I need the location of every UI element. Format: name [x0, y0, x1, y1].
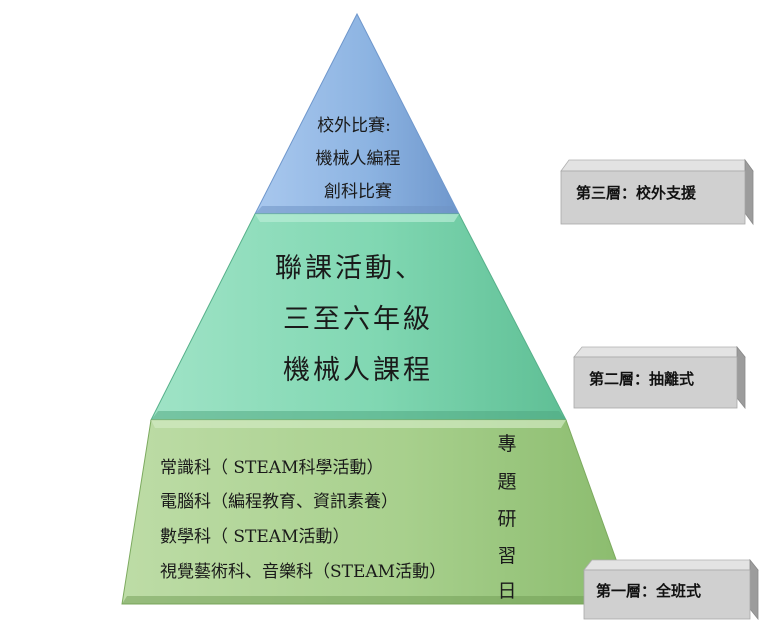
layer3-box-front — [560, 170, 746, 225]
top-tier-line-1: 校外比賽: — [317, 115, 391, 136]
project-day-char-3: 研 — [497, 508, 516, 530]
pyramid-middle-tier: 聯課活動、 三至六年級 機械人課程 — [150, 213, 567, 421]
layer2-box-side — [736, 345, 746, 410]
layer3-label-box: 第三層：校外支援 — [560, 158, 754, 226]
middle-tier-bevel-bottom — [151, 411, 566, 420]
layer3-box-side — [744, 158, 754, 226]
base-tier-line-2: 電腦科（編程教育、資訊素養） — [160, 492, 398, 512]
base-tier-line-4: 視覺藝術科、音樂科（STEAM活動） — [160, 562, 446, 582]
base-tier-bevel-top — [151, 420, 566, 428]
top-tier-bevel-bottom — [255, 206, 459, 214]
middle-tier-bevel-top — [255, 214, 459, 222]
project-day-char-5: 日 — [497, 580, 516, 602]
base-tier-line-3: 數學科（ STEAM活動） — [160, 527, 349, 547]
pyramid-base-tier: 常識科（ STEAM科學活動） 電腦科（編程教育、資訊素養） 數學科（ STEA… — [121, 419, 633, 605]
project-day-char-4: 習 — [497, 545, 516, 567]
project-day-vertical-text: 專 題 研 習 日 — [497, 433, 516, 602]
layer1-label: 第一層：全班式 — [596, 582, 701, 600]
top-tier-line-3: 創科比賽 — [324, 181, 392, 202]
middle-tier-line-3: 機械人課程 — [283, 355, 433, 386]
top-tier-line-2: 機械人編程 — [316, 149, 401, 169]
layer1-box-front — [583, 569, 751, 620]
layer3-box-top — [560, 159, 754, 172]
base-tier-line-1: 常識科（ STEAM科學活動） — [160, 458, 383, 478]
base-tier-bevel-bottom — [122, 596, 632, 604]
layer2-label-box: 第二層：抽離式 — [573, 345, 746, 410]
layer2-box-top — [573, 346, 746, 358]
layer3-label: 第三層：校外支援 — [576, 184, 697, 202]
middle-tier-line-2: 三至六年級 — [283, 304, 433, 335]
project-day-char-1: 專 — [497, 433, 516, 455]
layer1-box-top — [583, 559, 759, 571]
project-day-char-2: 題 — [497, 471, 516, 493]
middle-tier-line-1: 聯課活動、 — [275, 253, 425, 284]
layer1-label-box: 第一層：全班式 — [583, 558, 759, 621]
layer2-box-front — [573, 356, 738, 409]
layer2-label: 第二層：抽離式 — [589, 370, 694, 388]
pyramid-top-tier: 校外比賽: 機械人編程 創科比賽 — [254, 12, 460, 215]
layer1-box-side — [749, 558, 759, 621]
